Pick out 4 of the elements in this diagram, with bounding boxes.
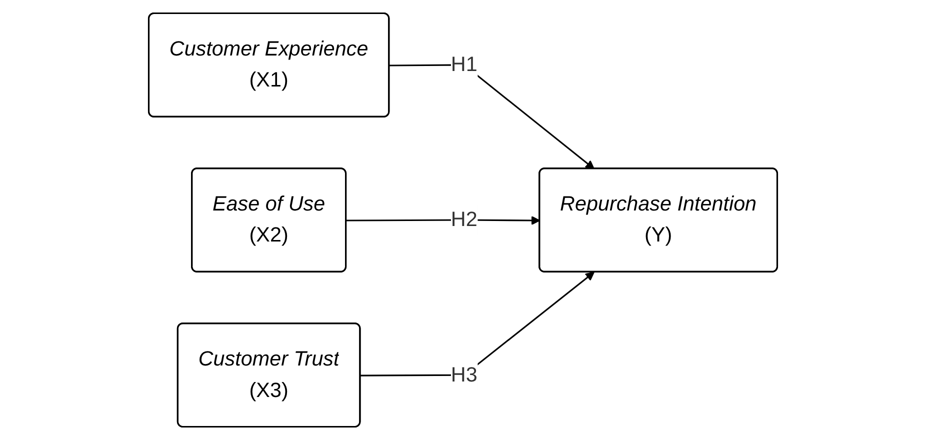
edge-label: H1 — [450, 54, 478, 76]
edge-label: H3 — [450, 364, 478, 386]
arrow — [360, 272, 594, 376]
edge-label: H2 — [450, 208, 478, 232]
